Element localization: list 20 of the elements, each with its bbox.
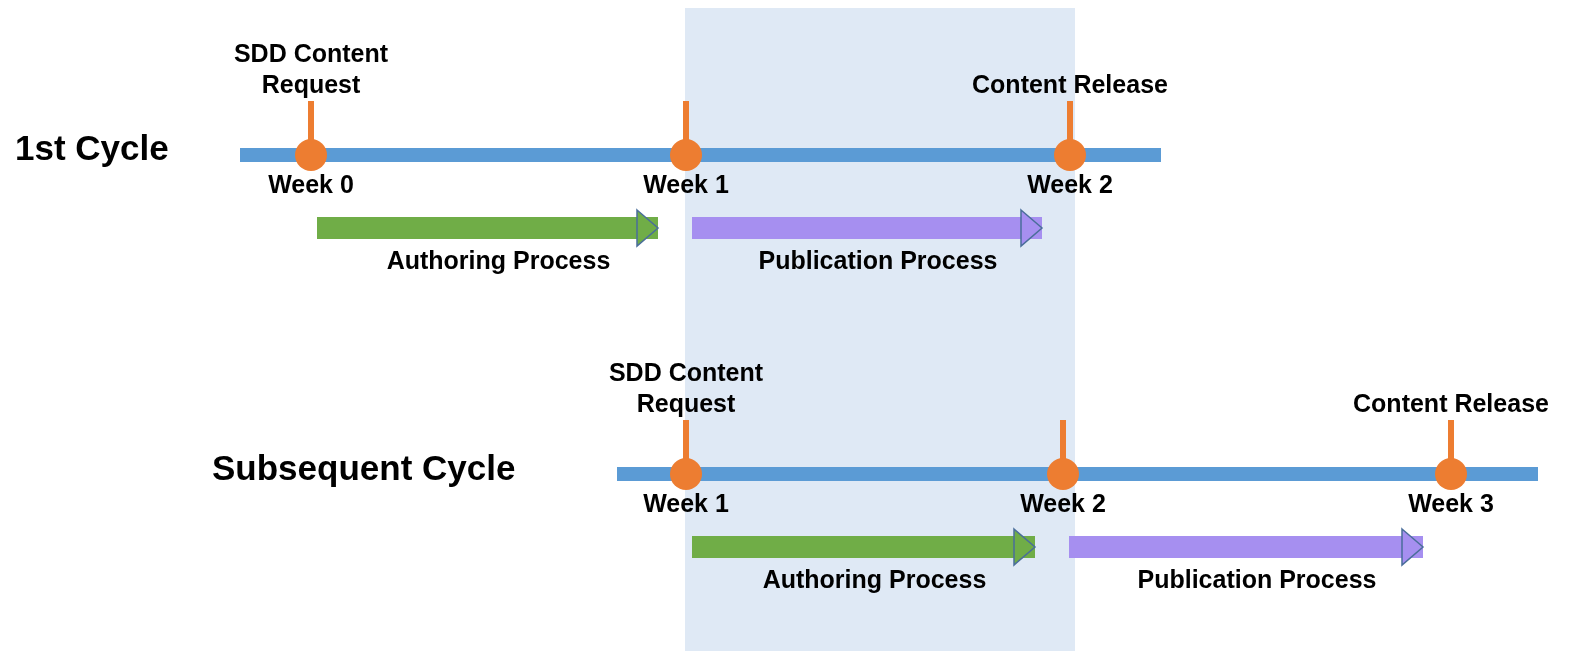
week-label: Week 2: [1026, 169, 1114, 199]
row-label: Subsequent Cycle: [212, 448, 516, 488]
block-arrow: [317, 209, 659, 247]
week-label: Week 3: [1407, 488, 1495, 518]
milestone-label: SDD Content Request: [607, 357, 765, 419]
edge-label: Publication Process: [1137, 565, 1377, 594]
edge-label: Authoring Process: [386, 246, 611, 275]
milestone-label: Content Release: [1352, 388, 1550, 419]
week-label: Week 1: [642, 169, 730, 199]
row-label: 1st Cycle: [15, 128, 169, 168]
block-arrow: [1069, 528, 1424, 566]
week-label: Week 2: [1019, 488, 1107, 518]
milestone-label: SDD Content Request: [232, 38, 390, 100]
block-arrow: [692, 528, 1036, 566]
edge-label: Authoring Process: [762, 565, 987, 594]
week-label: Week 0: [267, 169, 355, 199]
edge-label: Publication Process: [758, 246, 998, 275]
week-label: Week 1: [642, 488, 730, 518]
milestone-label: Content Release: [971, 69, 1169, 100]
block-arrow: [692, 209, 1043, 247]
